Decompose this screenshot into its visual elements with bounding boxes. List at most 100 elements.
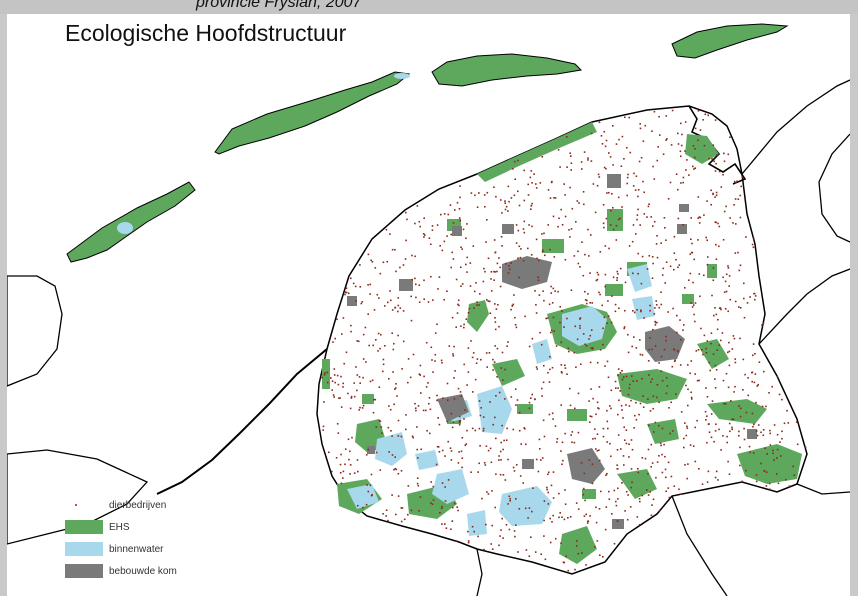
- farm-dot: [438, 276, 441, 278]
- farm-dot: [436, 323, 438, 326]
- farm-dot: [690, 391, 692, 394]
- farm-dot: [461, 248, 463, 250]
- farm-dot: [382, 370, 384, 373]
- farm-dot: [693, 313, 695, 316]
- farm-dot: [661, 453, 663, 456]
- farm-dot: [660, 242, 662, 244]
- farm-dot: [617, 368, 620, 370]
- farm-dot: [519, 256, 522, 259]
- farm-dot: [584, 299, 587, 301]
- farm-dot: [648, 374, 650, 376]
- farm-dot: [708, 431, 711, 433]
- farm-dot: [523, 199, 526, 202]
- farm-dot: [686, 159, 688, 161]
- farm-dot: [651, 462, 654, 464]
- farm-dot: [571, 441, 573, 444]
- farm-dot: [754, 298, 756, 301]
- farm-dot: [430, 481, 432, 483]
- farm-dot: [523, 231, 526, 234]
- farm-dot: [517, 257, 519, 259]
- farm-dot: [556, 441, 558, 443]
- farm-dot: [439, 512, 441, 514]
- farm-dot: [739, 194, 742, 197]
- farm-dot: [647, 494, 650, 496]
- farm-dot: [392, 371, 394, 373]
- farm-dot: [349, 407, 352, 410]
- farm-dot: [751, 243, 754, 246]
- farm-dot: [352, 282, 355, 285]
- farm-dot: [626, 194, 628, 197]
- farm-dot: [703, 144, 706, 147]
- farm-dot: [630, 399, 632, 402]
- farm-dot: [641, 494, 644, 497]
- farm-dot: [466, 223, 468, 225]
- farm-dot: [400, 435, 403, 438]
- farm-dot: [625, 375, 628, 378]
- farm-dot: [426, 430, 428, 432]
- farm-dot: [332, 341, 334, 343]
- farm-dot: [633, 311, 636, 314]
- farm-dot: [543, 435, 546, 438]
- farm-dot: [727, 267, 730, 269]
- farm-dot: [478, 192, 480, 194]
- farm-dot: [496, 347, 499, 350]
- farm-dot: [493, 279, 495, 281]
- farm-dots: [321, 109, 807, 572]
- farm-dot: [729, 217, 731, 219]
- farm-dot: [546, 488, 548, 491]
- farm-dot: [501, 351, 504, 354]
- farm-dot: [739, 415, 742, 418]
- farm-dot: [582, 274, 585, 277]
- farm-dot: [457, 299, 460, 302]
- farm-dot: [495, 437, 497, 440]
- farm-dot: [684, 464, 686, 466]
- farm-dot: [606, 472, 608, 475]
- farm-dot: [549, 368, 551, 371]
- farm-dot: [448, 345, 451, 347]
- border-northeast: [741, 79, 850, 175]
- farm-dot: [407, 358, 410, 360]
- farm-dot: [367, 490, 370, 493]
- farm-dot: [534, 290, 536, 292]
- farm-dot: [459, 196, 461, 199]
- farm-dot: [632, 185, 635, 187]
- farm-dot: [505, 205, 508, 208]
- farm-dot: [460, 285, 462, 287]
- farm-dot: [635, 175, 638, 177]
- farm-dot: [739, 337, 741, 340]
- farm-dot: [661, 379, 664, 382]
- farm-dot: [598, 291, 600, 294]
- farm-dot: [458, 421, 461, 424]
- farm-dot: [715, 369, 718, 371]
- farm-dot: [414, 407, 417, 409]
- farm-dot: [499, 450, 502, 453]
- farm-dot: [611, 513, 613, 515]
- farm-dot: [404, 258, 407, 260]
- farm-dot: [716, 154, 718, 156]
- farm-dot: [734, 252, 737, 254]
- farm-dot: [432, 299, 434, 301]
- farm-dot: [560, 450, 562, 452]
- farm-dot: [512, 303, 515, 306]
- farm-dot: [527, 247, 529, 250]
- farm-dot: [491, 490, 493, 492]
- farm-dot: [677, 349, 679, 352]
- farm-dot: [666, 385, 669, 387]
- farm-dot: [476, 304, 478, 306]
- farm-dot: [359, 382, 361, 384]
- farm-dot: [419, 225, 421, 228]
- farm-dot: [576, 540, 578, 542]
- farm-dot: [773, 459, 775, 461]
- farm-dot: [453, 345, 455, 348]
- farm-dot: [582, 191, 585, 193]
- farm-dot: [577, 392, 580, 395]
- farm-dot: [638, 413, 640, 416]
- farm-dot: [705, 236, 707, 239]
- coast-detail: [688, 105, 747, 185]
- farm-dot: [558, 217, 560, 220]
- farm-dot: [550, 484, 553, 487]
- farm-dot: [588, 338, 590, 340]
- farm-dot: [349, 473, 351, 475]
- farm-dot: [358, 376, 361, 378]
- farm-dot: [646, 216, 648, 218]
